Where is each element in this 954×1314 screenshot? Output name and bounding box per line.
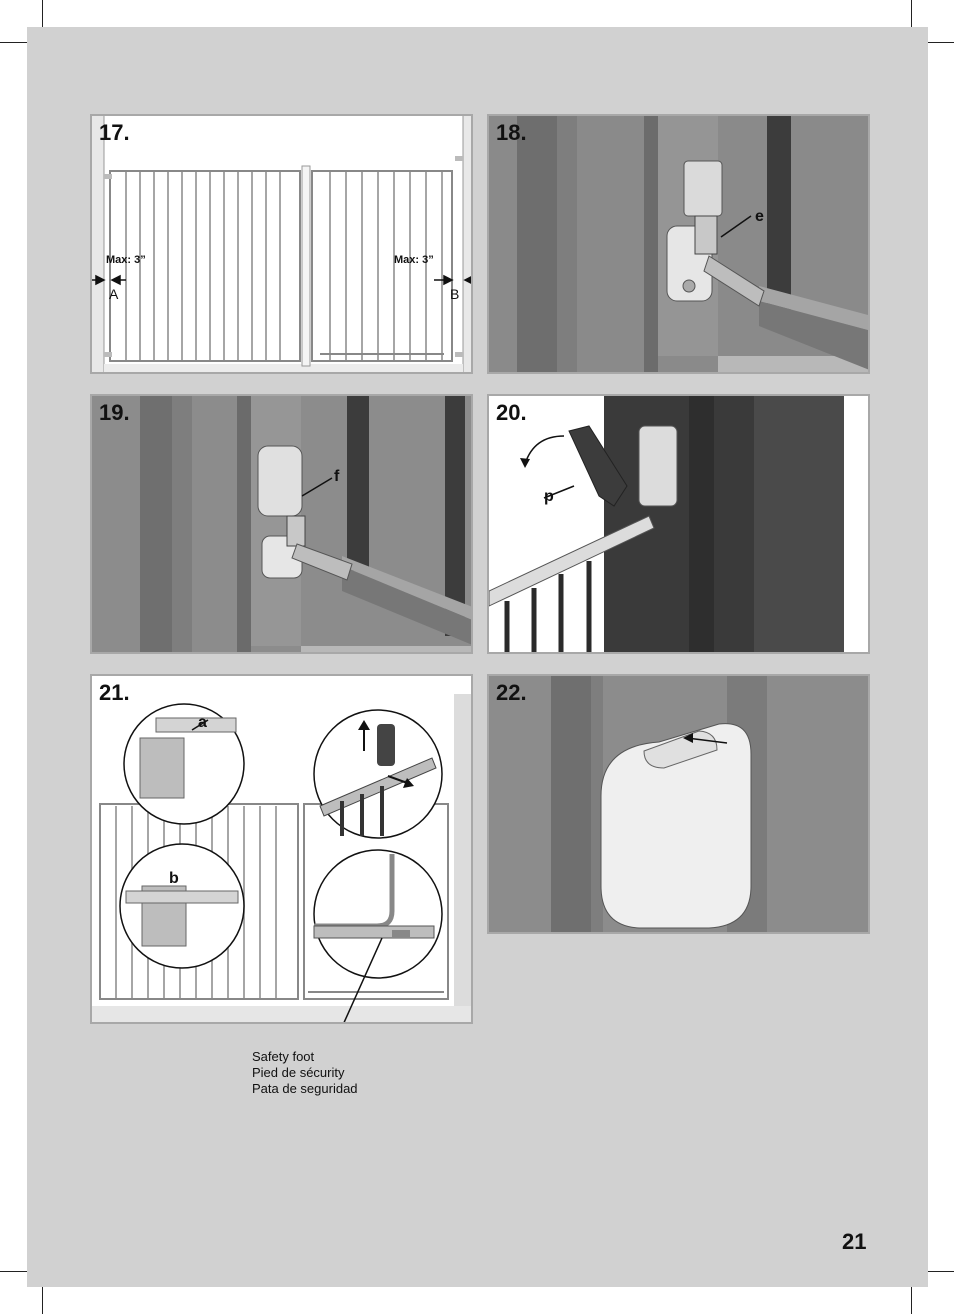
- step-18-panel: 18. e: [487, 114, 870, 374]
- crop-mark: [42, 1286, 43, 1314]
- page-number: 21: [842, 1229, 867, 1254]
- step-number: 19.: [99, 400, 130, 425]
- step-17-panel: 17. Max: 3” Max: 3” A B: [90, 114, 473, 374]
- step-21-panel: 21. a b: [90, 674, 473, 1024]
- callout-f: f: [334, 468, 340, 485]
- wall-cup-tighten-illustration: [92, 396, 471, 652]
- caption-fr: Pied de sécurity: [252, 1065, 345, 1080]
- callout-p: p: [544, 488, 554, 505]
- callout-b: b: [169, 870, 179, 887]
- side-a-label: A: [109, 286, 119, 302]
- step-number: 17.: [99, 120, 130, 145]
- step-number: 18.: [496, 120, 527, 145]
- gate-installed-illustration: [92, 676, 471, 1022]
- max-gap-left-label: Max: 3”: [106, 254, 146, 266]
- step-22-panel: 22.: [487, 674, 870, 934]
- caption-es: Pata de seguridad: [252, 1081, 358, 1096]
- step-number: 20.: [496, 400, 527, 425]
- cover-cap-illustration: [489, 676, 868, 932]
- crop-mark: [911, 0, 912, 28]
- crop-mark: [926, 42, 954, 43]
- step-number: 21.: [99, 680, 130, 705]
- wall-cup-illustration: [489, 116, 868, 372]
- gate-front-illustration: [92, 116, 471, 372]
- crop-mark: [42, 0, 43, 28]
- lever-lock-illustration: [489, 396, 868, 652]
- safety-foot-caption: Safety foot Pied de sécurity Pata de seg…: [252, 1049, 358, 1097]
- zoom-circle-safety-foot: [313, 849, 443, 979]
- crop-mark: [926, 1271, 954, 1272]
- side-b-label: B: [450, 286, 460, 302]
- max-gap-right-label: Max: 3”: [394, 254, 434, 266]
- caption-en: Safety foot: [252, 1049, 315, 1064]
- crop-mark: [0, 42, 28, 43]
- callout-a: a: [198, 714, 207, 731]
- step-20-panel: 20. p: [487, 394, 870, 654]
- crop-mark: [0, 1271, 28, 1272]
- crop-mark: [911, 1286, 912, 1314]
- step-19-panel: 19. f: [90, 394, 473, 654]
- step-number: 22.: [496, 680, 527, 705]
- callout-e: e: [755, 208, 764, 225]
